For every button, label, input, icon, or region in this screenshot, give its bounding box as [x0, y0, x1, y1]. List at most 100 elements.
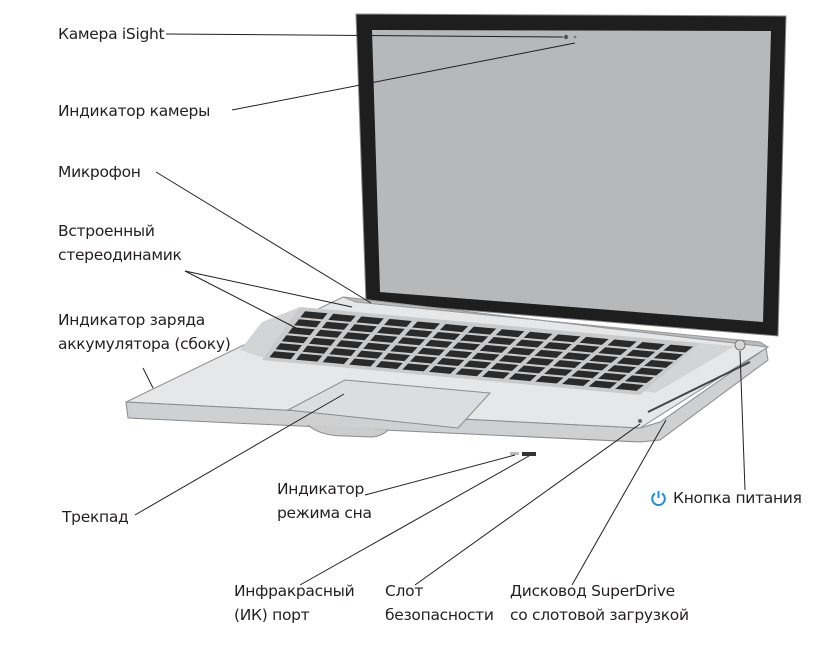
keyboard-keys [269, 311, 694, 391]
keyboard-key [460, 334, 489, 343]
label-sleep-1: Индикатор [277, 480, 365, 498]
keyboard-key [463, 360, 492, 369]
keyboard-key [616, 357, 646, 366]
isight-camera [563, 34, 569, 40]
power-button-label: Кнопка питания [673, 489, 802, 507]
label-security-2: безопасности [385, 606, 494, 624]
keyboard-key [409, 355, 438, 364]
keyboard-key [490, 362, 519, 371]
security-slot [638, 419, 642, 423]
keyboard-key [570, 344, 600, 353]
keyboard-key [455, 368, 484, 377]
keyboard-key [562, 378, 591, 386]
keyboard-key [377, 326, 405, 335]
label-superdrive-1: Дисковод SuperDrive [510, 582, 675, 600]
keyboard-key [296, 353, 323, 362]
keyboard-key [329, 348, 357, 357]
keyboard-key [479, 344, 508, 353]
keyboard-key [412, 321, 441, 330]
keyboard-key [356, 350, 384, 359]
keyboard-key [471, 352, 500, 361]
label-speakers-1: Встроенный [58, 222, 155, 240]
label-superdrive-2: со слотовой загрузкой [510, 606, 689, 624]
keyboard-key [607, 365, 637, 374]
display [372, 30, 771, 322]
keyboard-key [322, 356, 350, 365]
label-sleep-2: режима сна [277, 504, 372, 522]
keyboard-key [452, 342, 481, 351]
camera-indicator [573, 35, 577, 39]
power-icon [651, 491, 666, 507]
label-isight-camera: Камера iSight [58, 25, 165, 43]
keyboard-key [287, 327, 315, 336]
ir-port [522, 452, 536, 456]
superdrive-slot [647, 361, 751, 413]
keyboard-key [580, 362, 609, 371]
label-speakers-2: стереодинамик [58, 246, 182, 264]
keyboard-key [634, 367, 664, 376]
keyboard-key [397, 337, 426, 346]
keyboard-key [467, 326, 497, 335]
keyboard-key [589, 354, 619, 363]
keyboard-key [444, 350, 473, 359]
label-security-1: Слот [385, 582, 424, 600]
keyboard-key [523, 331, 553, 340]
keyboard-key [507, 347, 536, 356]
keyboard-key [436, 358, 465, 366]
keyboard-key [275, 343, 302, 352]
keyboard-key [534, 349, 564, 358]
keyboard-key [308, 337, 336, 346]
keyboard-key [482, 370, 510, 379]
keyboard-key [551, 334, 581, 343]
keyboard-key [302, 345, 330, 354]
keyboard-key [544, 367, 573, 376]
keyboard-key [349, 358, 376, 367]
keyboard-key [439, 324, 469, 333]
keyboard-key [417, 347, 445, 356]
keyboard-key [402, 363, 430, 372]
base-edge [125, 347, 769, 443]
keyboard-key [383, 353, 411, 362]
label-power: Кнопка питания [650, 487, 802, 509]
keyboard-key [588, 380, 618, 389]
speaker-left [240, 307, 300, 360]
keyboard-key [653, 352, 684, 361]
keyboard-key [424, 339, 453, 348]
label-battery-1: Индикатор заряда [58, 311, 205, 329]
keyboard-key [598, 347, 628, 356]
label-ir-1: Инфракрасный [234, 582, 355, 600]
keyboard-key [553, 360, 582, 369]
keyboard-key [498, 355, 527, 364]
keyboard-key [342, 332, 370, 341]
keyboard-key [561, 352, 591, 361]
keyboard-key [294, 319, 322, 328]
keyboard-key [525, 357, 555, 366]
leader-lines [134, 33, 746, 586]
keyboard-key [321, 321, 350, 330]
label-microphone: Микрофон [58, 163, 141, 181]
sleep-indicator [510, 452, 519, 455]
keyboard-key [349, 324, 377, 333]
keyboard-key [535, 375, 564, 384]
keyboard-key [625, 349, 656, 358]
keyboard-key [579, 336, 609, 345]
keyboard-key [495, 329, 525, 338]
keyboard-key [432, 331, 461, 340]
keyboard-key [517, 365, 546, 374]
label-camera-indicator: Индикатор камеры [58, 102, 211, 120]
keyboard-key [607, 339, 637, 348]
keyboard-key [597, 372, 627, 381]
keyboard-key [300, 311, 328, 320]
keyboard-key [384, 318, 412, 327]
label-trackpad: Трекпад [62, 508, 129, 526]
hinge [342, 296, 769, 348]
keyboard-key [315, 329, 343, 338]
keyboard-key [635, 342, 665, 350]
keyboard-key [370, 334, 398, 343]
keyboard-key [487, 337, 517, 346]
keyboard-key [615, 383, 644, 391]
keyboard-key [356, 316, 384, 325]
keyboard-key [508, 373, 537, 382]
